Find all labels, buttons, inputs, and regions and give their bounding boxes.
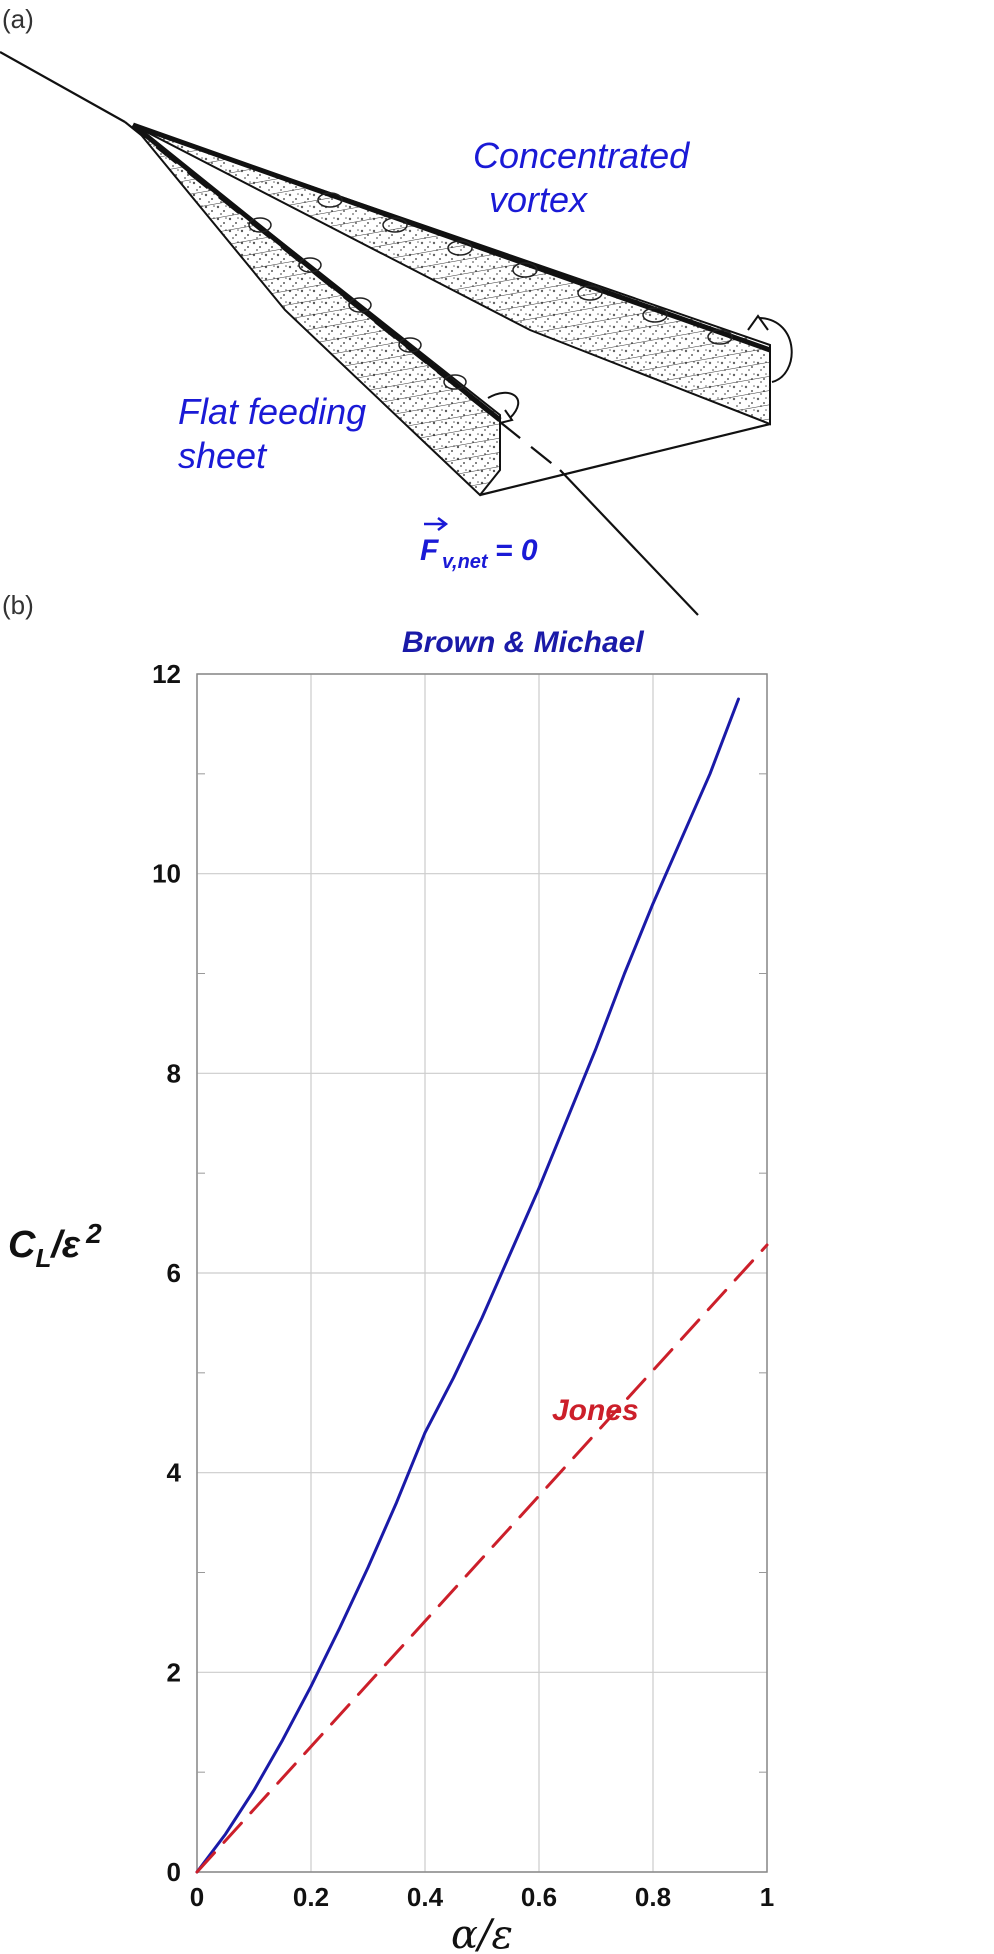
y-axis-label-main: C [8,1224,36,1266]
y-tick-label: 0 [167,1857,181,1887]
y-tick-label: 10 [152,859,181,889]
y-tick-label: 4 [167,1458,182,1488]
plot-frame [196,673,768,1873]
y-tick-label: 6 [167,1258,181,1288]
near-sheet-stipple [133,125,500,495]
series-label-jones: Jones [552,1394,639,1427]
vortex-label-line2: vortex [489,179,589,220]
y-tick-label: 2 [167,1657,181,1687]
delta-wing-diagram [0,51,793,616]
force-symbol: F [420,534,439,567]
near-vortex-core [131,123,502,422]
force-subscript: v,net [442,551,489,573]
y-axis-label-sub: L [35,1243,51,1273]
x-axis-label: α/ε [451,1912,513,1954]
x-tick-label: 0.8 [635,1882,671,1912]
trailing-edge [479,422,771,497]
near-rotation-arrowhead [499,409,514,424]
y-tick-label: 8 [167,1058,181,1088]
vortex-label-line1: Concentrated [473,135,690,176]
wing-axis-line-end [559,469,699,616]
x-tick-label: 0.4 [407,1882,444,1912]
series-label-brown-michael: Brown & Michael [402,626,644,659]
x-tick-label: 0.2 [293,1882,329,1912]
lift-chart: 0 0.2 0.4 0.6 0.8 1 0 2 4 6 8 10 12 Brown & Michael… [8,626,774,1954]
series-line-brown-michael [195,697,740,1874]
x-tick-labels: 0 0.2 0.4 0.6 0.8 1 [190,1882,774,1912]
y-axis-label-rest: /ε [49,1224,81,1266]
far-sheet-stipple [133,125,770,424]
panel-b-label: (b) [2,590,34,620]
net-force-label: F v,net = 0 [420,517,538,573]
chart-grid [196,673,768,1873]
x-tick-label: 0 [190,1882,204,1912]
y-tick-label: 12 [152,659,181,689]
x-tick-label: 1 [760,1882,774,1912]
sheet-label-line1: Flat feeding [178,391,366,432]
vector-arrow-icon [437,517,449,531]
sheet-label-line2: sheet [178,435,268,476]
far-vortex-core [132,122,771,353]
far-rotation-arrowhead [747,314,769,331]
panel-a-label: (a) [2,4,34,34]
y-axis-label-sup: 2 [85,1218,102,1249]
vortex-swirl-marks [248,192,733,390]
series-line-jones [195,1243,769,1874]
chart-series [195,697,769,1874]
near-rotation-arrow [487,391,520,419]
y-minor-ticks [197,773,767,1773]
wing-axis-line [0,51,126,123]
y-tick-labels: 0 2 4 6 8 10 12 [152,659,181,1887]
x-tick-label: 0.6 [521,1882,557,1912]
far-rotation-arrow [759,317,793,383]
force-equation: = 0 [495,534,538,567]
